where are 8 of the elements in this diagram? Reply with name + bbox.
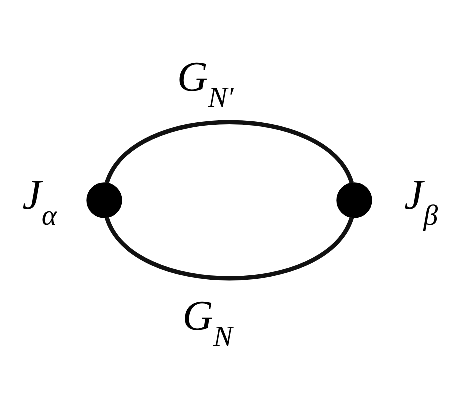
connector — [105, 120, 354, 184]
node-circle — [336, 182, 372, 218]
node-circle — [86, 182, 122, 218]
edge-label: G$_{N}$ — [182, 292, 233, 353]
edge-label: G$_{N′}$ — [177, 54, 234, 114]
node-label: J$_{α}$ — [22, 172, 58, 232]
node-label: J$_{β}$ — [404, 172, 438, 232]
connector — [105, 216, 354, 281]
